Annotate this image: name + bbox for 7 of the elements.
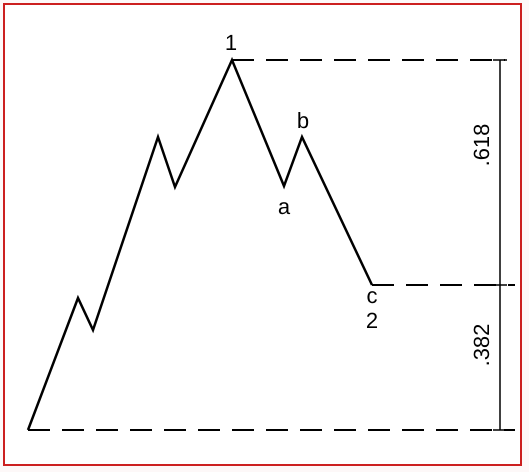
wave-label: b bbox=[296, 110, 310, 132]
wave-label: 1 bbox=[224, 32, 238, 54]
ratio-label: .618 bbox=[471, 124, 493, 166]
wave-label: 2 bbox=[366, 310, 378, 332]
wave-label: c bbox=[366, 285, 378, 307]
wave-label: a bbox=[278, 196, 290, 218]
ratio-label: .382 bbox=[471, 324, 493, 366]
